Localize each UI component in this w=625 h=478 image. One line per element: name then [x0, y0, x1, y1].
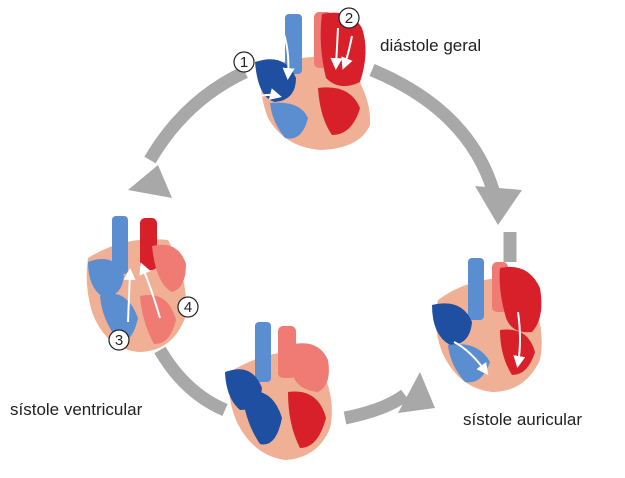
label-diastole: diástole geral — [380, 36, 481, 56]
heart-diastole-icon — [248, 12, 370, 150]
marker-1: 1 — [234, 52, 254, 72]
cycle-arrowhead-bottom-right — [398, 372, 435, 413]
cycle-arrowhead-right — [475, 186, 522, 225]
heart-ventricular-systole-left-icon — [87, 216, 186, 352]
cycle-arrow-ventricular-to-left — [160, 350, 225, 410]
cycle-arrow-left-to-diastole — [150, 72, 245, 160]
label-atrial-systole: sístole auricular — [463, 410, 582, 430]
cycle-arrowhead-left — [128, 165, 172, 198]
marker-2: 2 — [339, 8, 359, 28]
heart-ventricular-systole-bottom-icon — [225, 322, 332, 460]
svg-text:3: 3 — [115, 332, 123, 349]
marker-4: 4 — [178, 297, 198, 317]
svg-text:4: 4 — [184, 299, 192, 316]
marker-3: 3 — [109, 330, 129, 350]
svg-text:2: 2 — [345, 10, 353, 27]
svg-text:1: 1 — [240, 54, 248, 71]
heart-atrial-systole-icon — [432, 258, 542, 392]
cycle-arrow-diastole-to-auricular — [372, 70, 493, 190]
label-ventricular-systole: sístole ventricular — [10, 400, 142, 420]
cycle-arrow-auricular-to-ventricular — [345, 395, 405, 418]
